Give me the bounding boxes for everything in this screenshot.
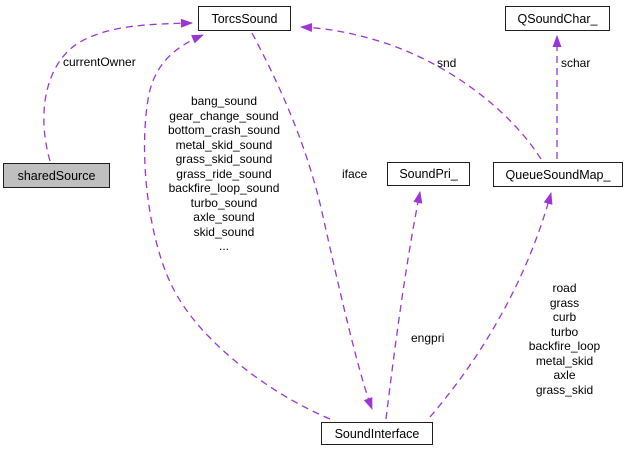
edge-engpri-arrow — [385, 191, 423, 420]
edge-label-engpri: engpri — [411, 331, 445, 345]
node-sharedsource: sharedSource — [3, 163, 110, 188]
node-torcssound[interactable]: TorcsSound — [198, 6, 291, 31]
edge-label-currentowner: currentOwner — [63, 55, 136, 69]
node-qsoundchar[interactable]: QSoundChar_ — [505, 6, 610, 31]
edge-sound-members-arrow — [143, 34, 331, 420]
node-soundinterface[interactable]: SoundInterface — [321, 422, 433, 445]
edge-snd-arrow — [300, 22, 542, 160]
node-queuesoundmap[interactable]: QueueSoundMap_ — [493, 162, 623, 187]
edge-iface-arrow — [251, 32, 373, 410]
edge-currentowner-arrow — [43, 18, 193, 162]
edge-label-queue-members: road grass curb turbo backfire_loop meta… — [528, 281, 601, 397]
edge-label-snd: snd — [437, 56, 457, 70]
edge-label-sound-members: bang_sound gear_change_sound bottom_cras… — [167, 94, 281, 253]
edge-queue-members-arrow — [429, 192, 553, 418]
edge-label-iface: iface — [342, 167, 368, 181]
edge-label-schar: schar — [561, 56, 591, 70]
node-soundpri[interactable]: SoundPri_ — [387, 162, 470, 186]
